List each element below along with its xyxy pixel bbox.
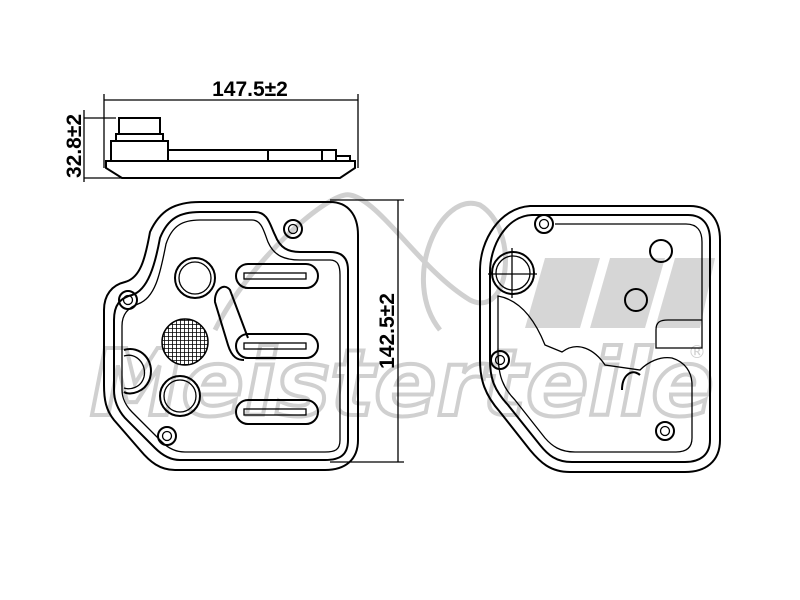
back-view	[479, 205, 721, 473]
height-dimension-label: 32.8±2	[63, 114, 86, 178]
side-view: 147.5±2 32.8±2	[63, 78, 359, 182]
front-view	[103, 201, 359, 471]
filter-mesh	[161, 318, 209, 366]
width-dimension-label: 147.5±2	[212, 78, 288, 101]
depth-dimension-label: 142.5±2	[376, 293, 399, 369]
bolt-holes	[490, 214, 675, 441]
registered-mark: ®	[688, 342, 706, 363]
watermark-logo: Meisterteile ®	[88, 192, 716, 439]
bolt-holes	[118, 219, 303, 446]
